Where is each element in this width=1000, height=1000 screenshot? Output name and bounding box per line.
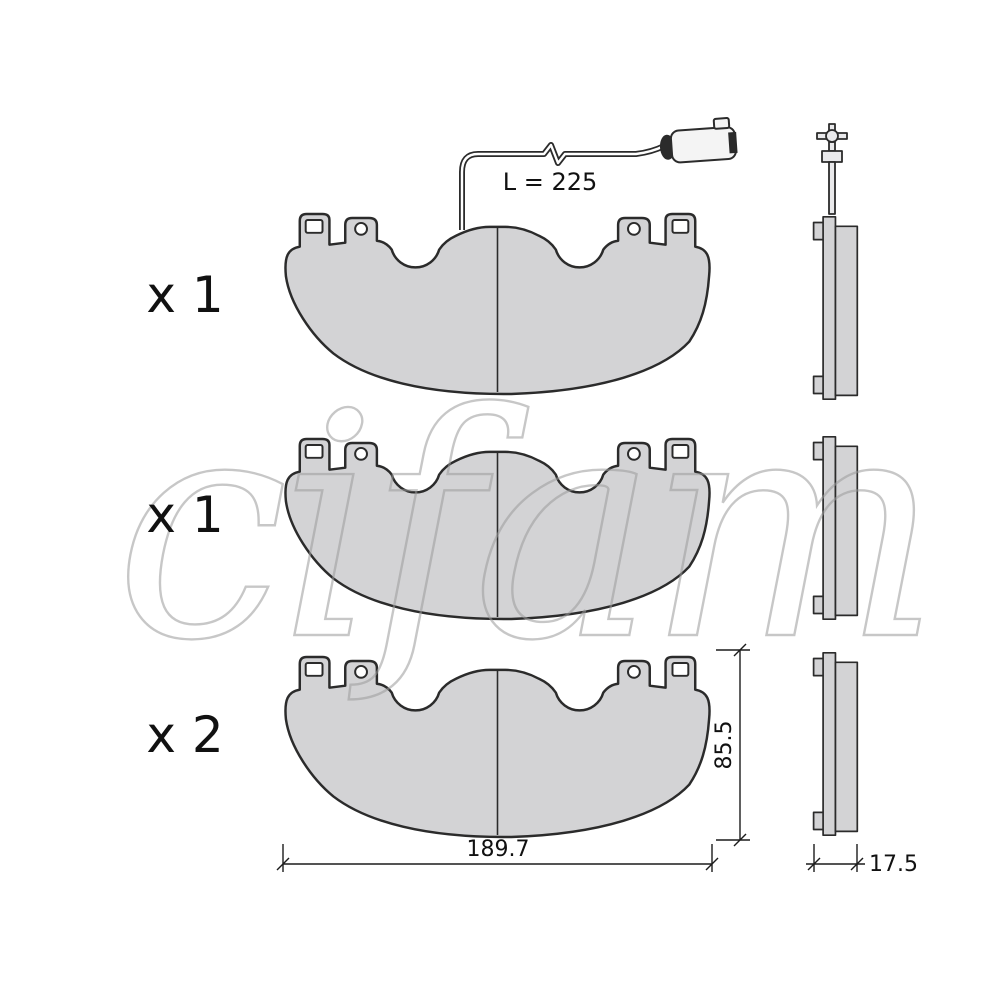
width-dimension-label: 189.7	[467, 837, 530, 862]
dim-tick	[807, 857, 821, 871]
dimension-height: 85.5	[712, 643, 750, 847]
dim-tick	[850, 857, 864, 871]
connector-latch	[712, 117, 731, 130]
height-dimension-label: 85.5	[712, 721, 737, 770]
sensor-clip-head	[825, 129, 839, 143]
dim-tick	[705, 857, 719, 871]
quantity-label-1: x 1	[146, 266, 223, 324]
dim-tick	[733, 833, 747, 847]
dim-tick	[276, 857, 290, 871]
dim-tick	[733, 643, 747, 657]
connector-body	[669, 126, 737, 164]
watermark-logo: cifam	[115, 348, 931, 709]
sensor-length-label: L = 225	[503, 168, 598, 196]
thickness-dimension-label: 17.5	[869, 852, 918, 877]
sensor-bracket	[821, 150, 843, 163]
quantity-label-2: x 1	[146, 486, 223, 544]
dimension-thickness: 17.5	[806, 844, 918, 877]
connector-tip	[728, 131, 738, 154]
sensor-clip-bottom-lug	[828, 141, 836, 152]
sensor-connector	[659, 117, 738, 164]
dimension-width: 189.7	[276, 837, 719, 872]
quantity-label-3: x 2	[146, 706, 223, 764]
wear-sensor-wire	[459, 117, 738, 230]
sensor-side-view	[816, 123, 848, 215]
sensor-stem	[828, 161, 836, 215]
sensor-wire-core	[460, 143, 665, 230]
